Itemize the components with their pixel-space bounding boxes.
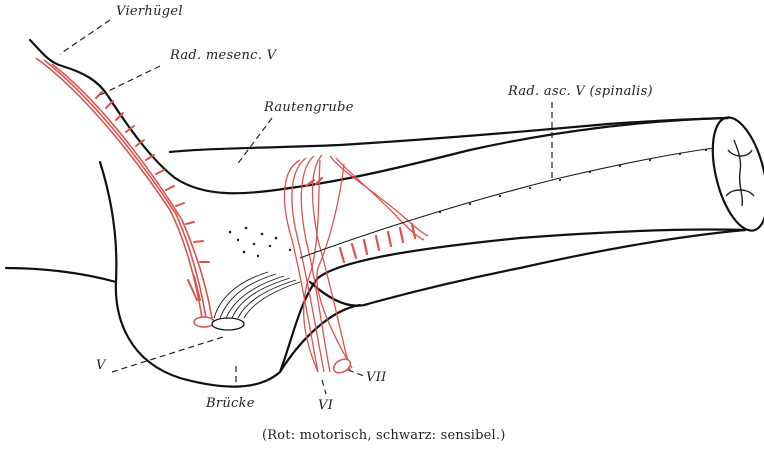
label-rautengrube: Rautengrube — [264, 100, 354, 115]
label-vierhuegel: Vierhügel — [116, 4, 183, 19]
rad-mesenc-fibers — [36, 58, 212, 318]
nerve-v-motor-stump — [194, 317, 214, 327]
label-bruecke: Brücke — [206, 396, 255, 411]
caption: (Rot: motorisch, schwarz: sensibel.) — [262, 428, 506, 443]
label-nerve-v: V — [96, 358, 106, 373]
sensory-fibers — [214, 272, 300, 318]
spinal-cord-section — [726, 140, 754, 206]
label-nerve-vii: VII — [366, 370, 387, 385]
label-rad-asc: Rad. asc. V (spinalis) — [508, 84, 653, 99]
label-nerve-vi: VI — [318, 398, 333, 413]
nerve-v-sensory-stump — [212, 318, 244, 330]
nerve-vii-stump — [331, 356, 353, 375]
label-rad-mesenc: Rad. mesenc. V — [170, 48, 276, 63]
